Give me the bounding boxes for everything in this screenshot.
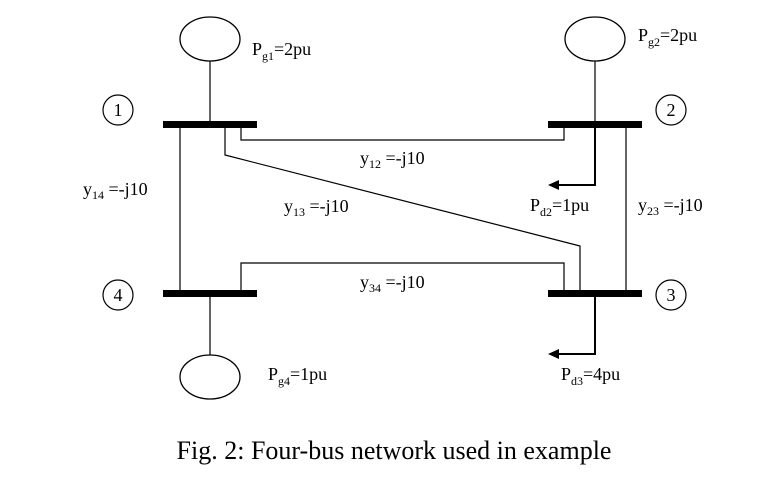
load-3-arrowhead xyxy=(548,349,559,359)
load-3-line xyxy=(558,297,596,355)
line-2-3-value: =-j10 xyxy=(659,195,703,215)
line-3-4-subscript: 34 xyxy=(369,281,381,295)
load-2-subscript: d2 xyxy=(540,205,552,219)
load-2-value: =1pu xyxy=(552,195,589,215)
load-3-subscript: d3 xyxy=(571,374,583,388)
line-1-3 xyxy=(224,128,581,290)
load-3-symbol-text: P xyxy=(561,364,571,384)
line-1-3-label: y13 =-j10 xyxy=(284,196,349,219)
line-1-2-subscript: 12 xyxy=(369,157,381,171)
line-2-3-symbol: y xyxy=(638,195,647,215)
bus-circle-2 xyxy=(655,94,687,126)
generator-1-value: =2pu xyxy=(274,39,311,59)
load-3-value: =4pu xyxy=(583,364,620,384)
bus-number-2: 2 xyxy=(667,100,676,120)
load-2-arrowhead xyxy=(548,180,559,190)
generator-1-subscript: g1 xyxy=(262,49,274,63)
bus-marker-3: 3 xyxy=(655,279,687,311)
generator-2-subscript: g2 xyxy=(648,35,660,49)
load-3-label: Pd3=4pu xyxy=(561,364,620,388)
line-2-3-subscript: 23 xyxy=(647,204,659,218)
load-2-line xyxy=(558,128,596,186)
line-1-2 xyxy=(240,128,565,141)
line-3-4-value: =-j10 xyxy=(381,272,425,292)
generator-2-symbol xyxy=(564,16,626,62)
bus-bar-2 xyxy=(548,121,642,128)
bus-bar-1 xyxy=(163,121,257,128)
generator-1-symbol xyxy=(179,16,241,62)
generator-2-symbol-text: P xyxy=(638,25,648,45)
line-1-2-label: y12 =-j10 xyxy=(360,148,425,171)
generator-1-symbol-text: P xyxy=(252,39,262,59)
bus-bar-4 xyxy=(163,290,257,297)
bus-number-1: 1 xyxy=(114,100,123,120)
bus-bar-3 xyxy=(548,290,642,297)
line-3-4-label: y34 =-j10 xyxy=(360,272,425,295)
line-1-3-symbol: y xyxy=(284,196,293,216)
generator-4-label: Pg4=1pu xyxy=(268,364,327,388)
bus-number-3: 3 xyxy=(667,285,676,305)
generator-4-subscript: g4 xyxy=(278,374,290,388)
bus-number-4: 4 xyxy=(114,285,123,305)
generator-2-label: Pg2=2pu xyxy=(638,25,697,49)
load-2-symbol-text: P xyxy=(530,195,540,215)
generator-4-symbol xyxy=(179,354,241,400)
generator-4-value: =1pu xyxy=(290,364,327,384)
bus-circle-3 xyxy=(655,279,687,311)
line-2-3-label: y23 =-j10 xyxy=(638,195,703,218)
load-2-label: Pd2=1pu xyxy=(530,195,589,219)
line-1-4-label: y14 =-j10 xyxy=(83,179,148,202)
line-1-4-symbol: y xyxy=(83,179,92,199)
bus-marker-4: 4 xyxy=(102,279,134,311)
figure-caption: Fig. 2: Four-bus network used in example xyxy=(177,436,612,465)
generator-1-label: Pg1=2pu xyxy=(252,39,311,63)
line-1-2-value: =-j10 xyxy=(381,148,425,168)
line-1-3-value: =-j10 xyxy=(305,196,349,216)
bus-marker-2: 2 xyxy=(655,94,687,126)
line-1-4-subscript: 14 xyxy=(92,188,104,202)
line-1-4-value: =-j10 xyxy=(104,179,148,199)
line-1-2-symbol: y xyxy=(360,148,369,168)
bus-circle-4 xyxy=(102,279,134,311)
generator-2-value: =2pu xyxy=(660,25,697,45)
line-3-4-symbol: y xyxy=(360,272,369,292)
bus-circle-1 xyxy=(102,94,134,126)
generator-4-symbol-text: P xyxy=(268,364,278,384)
bus-marker-1: 1 xyxy=(102,94,134,126)
line-3-4 xyxy=(240,262,565,290)
line-1-3-subscript: 13 xyxy=(293,205,305,219)
